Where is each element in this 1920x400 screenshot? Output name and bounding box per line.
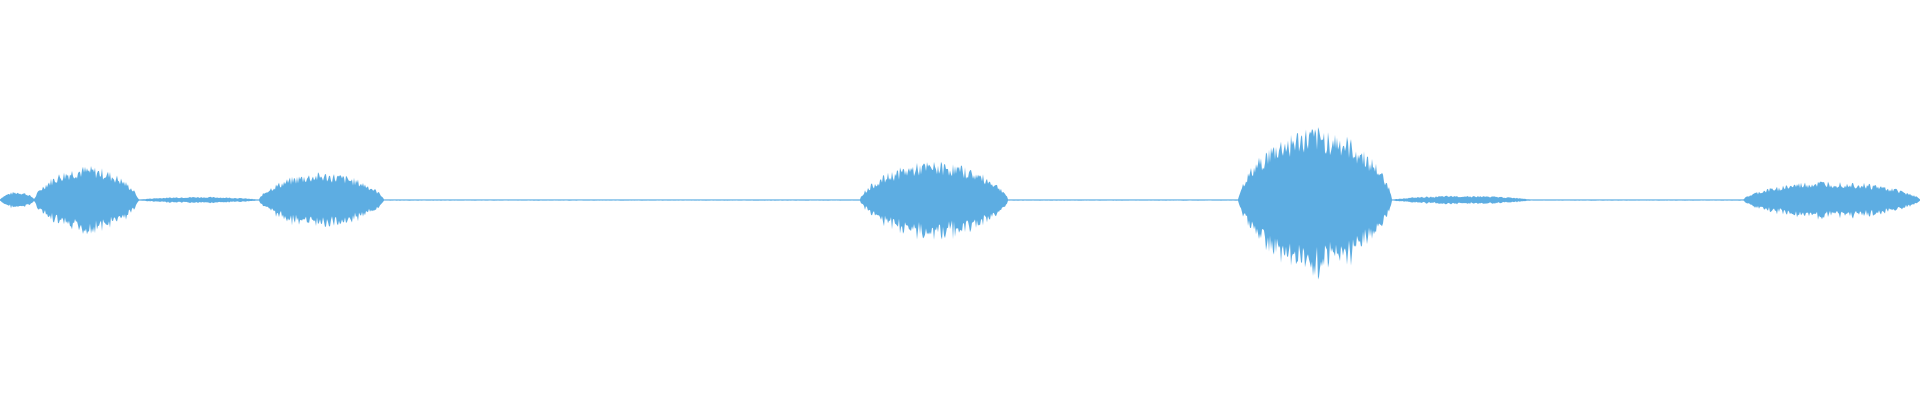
waveform-envelope	[0, 127, 1920, 280]
